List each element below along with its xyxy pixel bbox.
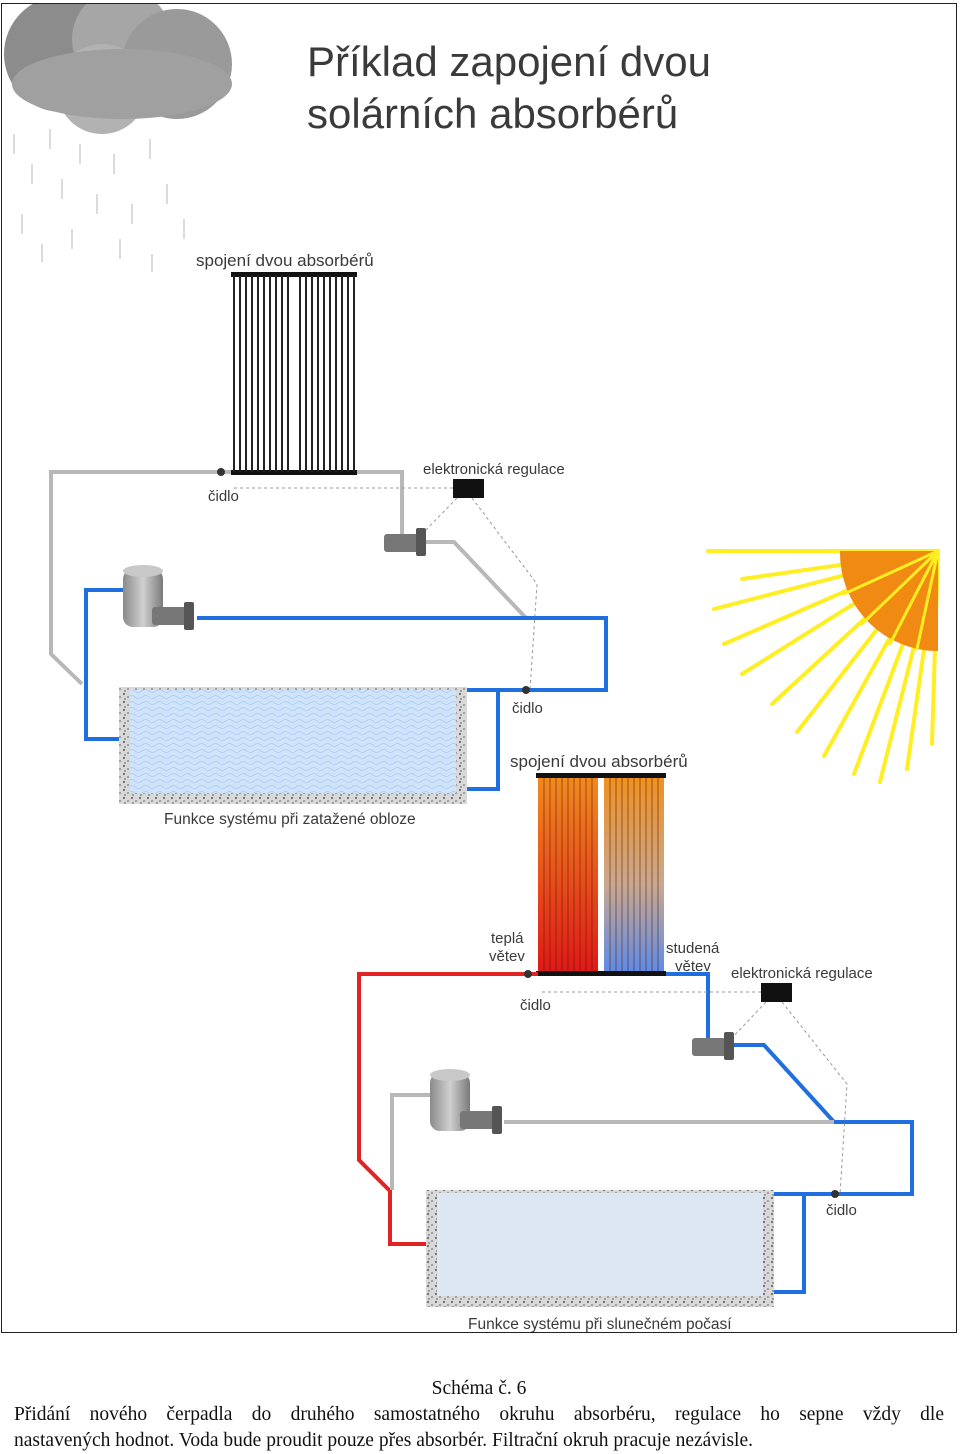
warm-branch-label-line2: větev <box>489 948 525 965</box>
sunny-sensor-label: čidlo <box>520 997 551 1014</box>
cloudy-absorber-panel <box>231 272 357 475</box>
sunny-cold-pipe <box>666 972 914 1294</box>
caption-text-line2: nastavených hodnot. Voda bude proudit po… <box>14 1430 753 1451</box>
cloudy-filtration-pipes <box>84 588 608 791</box>
sunny-control-wires <box>542 991 848 1195</box>
sunny-sensor-dot <box>524 970 532 978</box>
diagram-title-line1: Příklad zapojení dvou <box>307 38 711 85</box>
cloudy-controller-box <box>453 479 484 498</box>
cold-branch-label-line2: větev <box>675 958 711 975</box>
cloudy-inactive-pipes <box>49 470 528 686</box>
sunny-absorber-panel <box>536 773 666 976</box>
warm-branch-label-line1: teplá <box>491 930 524 947</box>
cloudy-pool-sensor-label: čidlo <box>512 700 543 717</box>
cloudy-sensor-label: čidlo <box>208 488 239 505</box>
cold-branch-label-line1: studená <box>666 940 720 957</box>
sunny-control-label: elektronická regulace <box>731 965 873 982</box>
diagram-frame: Příklad zapojení dvou solárních absorbér… <box>1 3 957 1333</box>
cloudy-control-wires <box>232 487 538 691</box>
cloudy-filter-pump <box>123 565 194 630</box>
cloudy-absorber-label: spojení dvou absorbérů <box>196 251 374 270</box>
sunny-pool-sensor-label: čidlo <box>826 1202 857 1219</box>
cloudy-control-label: elektronická regulace <box>423 461 565 478</box>
sunny-filtration-pipes <box>390 1093 834 1190</box>
sunny-hot-pipe <box>357 972 538 1246</box>
cloudy-system-caption: Funkce systému při zatažené obloze <box>164 811 416 828</box>
sunny-absorber-label: spojení dvou absorbérů <box>510 752 688 771</box>
cloud-icon <box>4 4 232 134</box>
caption-title: Schéma č. 6 <box>431 1378 527 1399</box>
rain-icon <box>13 129 185 272</box>
sunny-pool <box>426 1190 774 1307</box>
sunny-system-caption: Funkce systému při slunečném počasí <box>468 1316 732 1332</box>
sunny-solar-pump <box>692 1032 734 1060</box>
cloudy-solar-pump <box>384 528 426 556</box>
sun-icon <box>706 549 940 784</box>
figure-caption: Schéma č. 6 Přidání nového čerpadla do d… <box>14 1376 944 1454</box>
sunny-filter-pump <box>430 1069 502 1134</box>
cloudy-pool <box>119 687 467 804</box>
sunny-controller-box <box>761 983 792 1002</box>
cloudy-pool-sensor-dot <box>522 686 530 694</box>
diagram-title-line2: solárních absorbérů <box>307 90 678 137</box>
cloudy-sensor-dot <box>217 468 225 476</box>
sunny-pool-sensor-dot <box>831 1190 839 1198</box>
caption-text-line1: Přidání nového čerpadla do druhého samos… <box>14 1404 944 1425</box>
